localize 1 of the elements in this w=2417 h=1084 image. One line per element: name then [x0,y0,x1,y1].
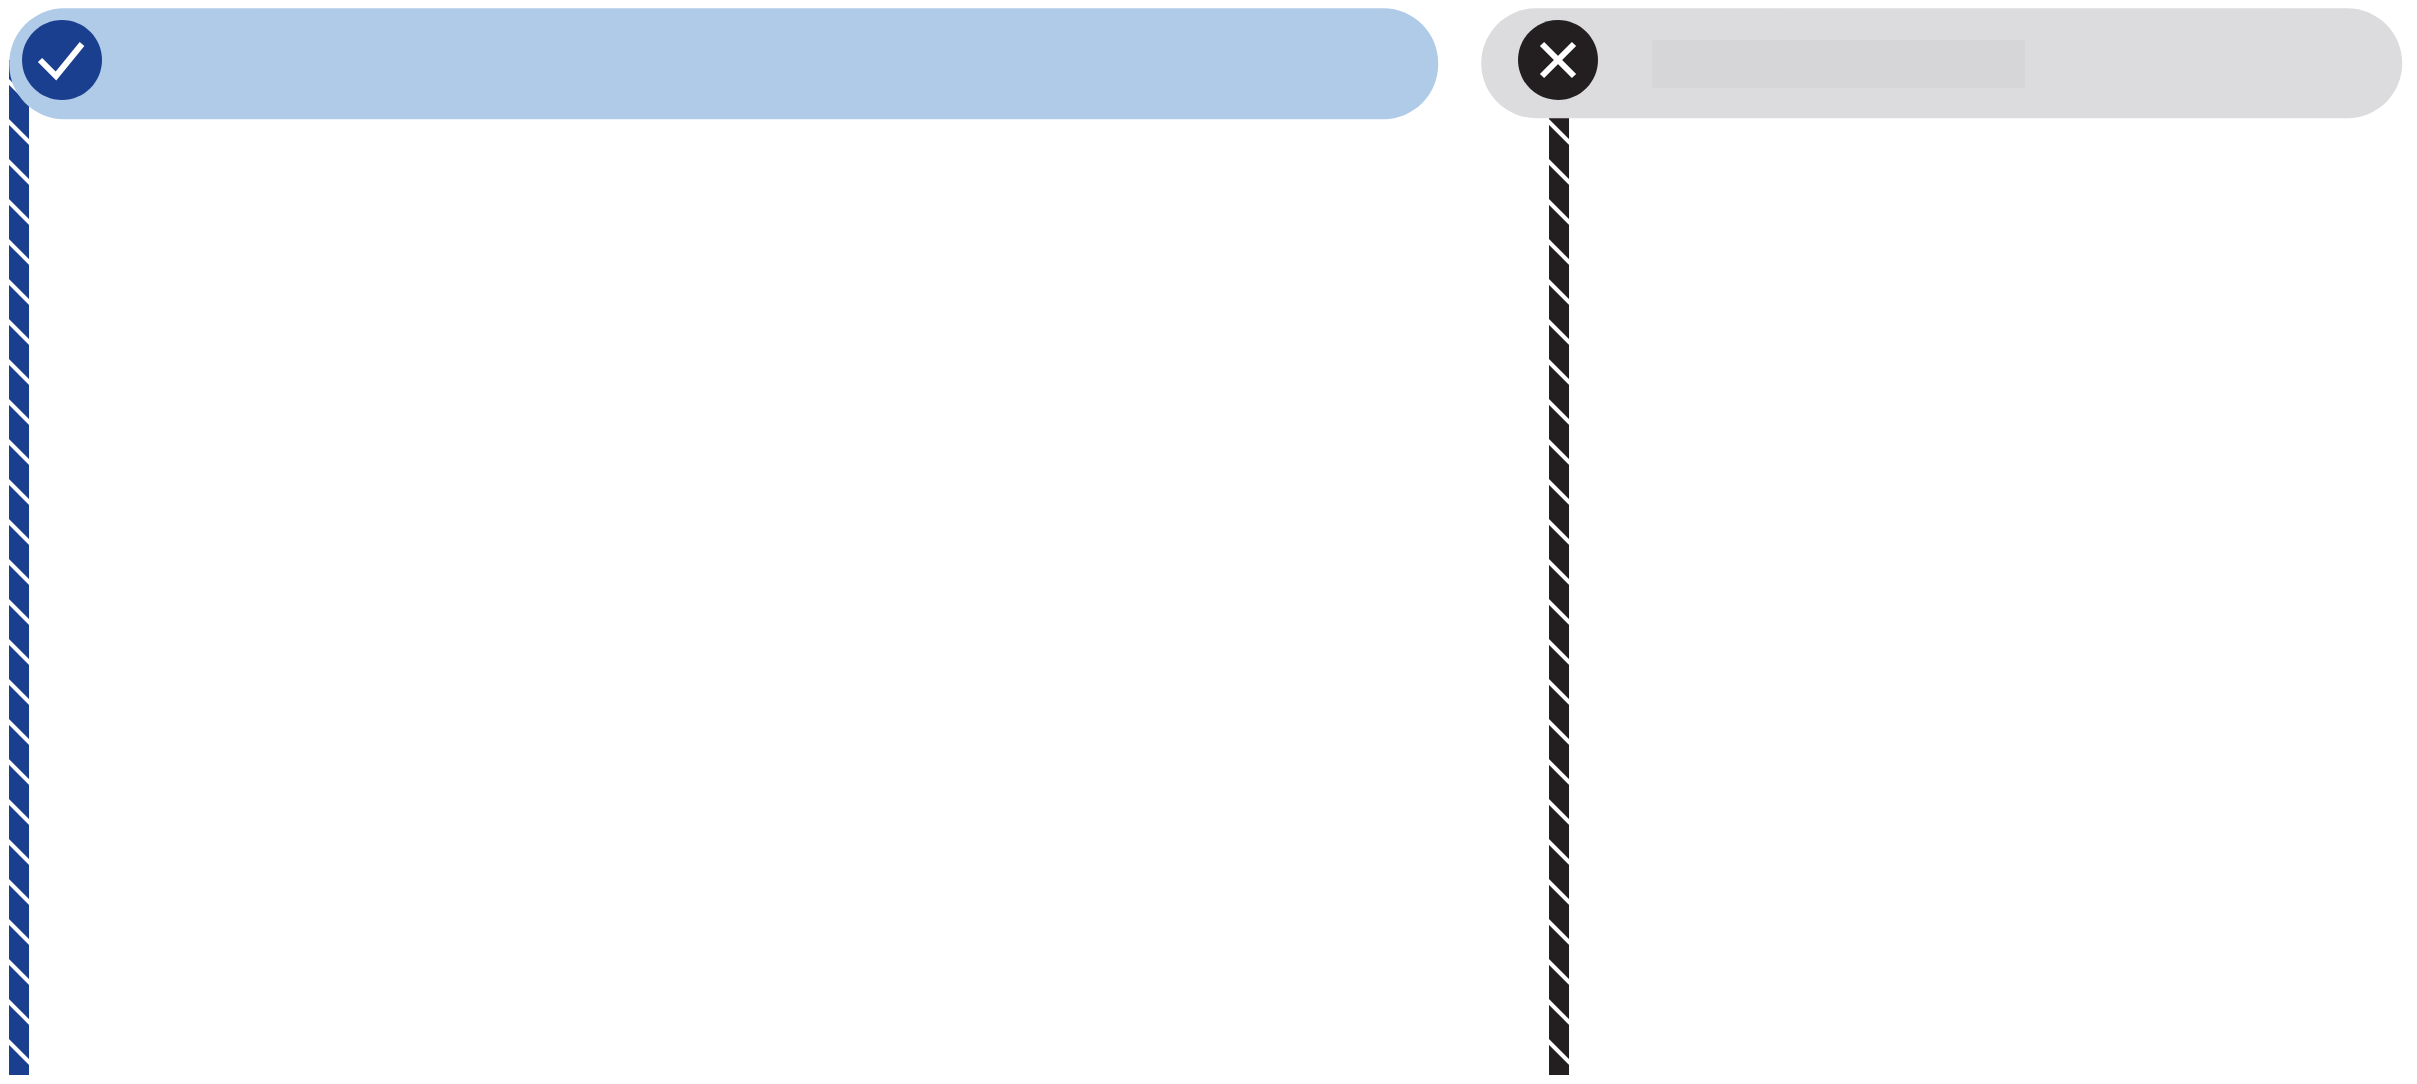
header-bar [9,8,1439,120]
